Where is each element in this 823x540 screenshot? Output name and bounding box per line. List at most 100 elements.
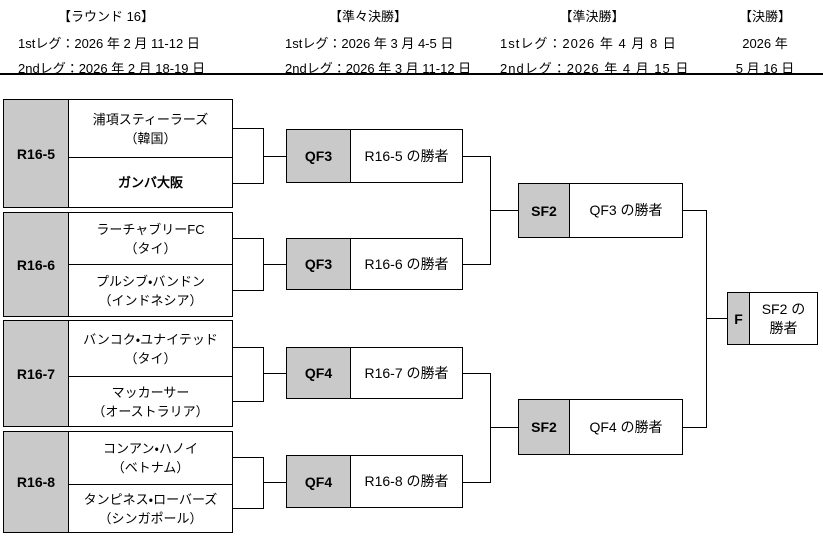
team-country: （タイ）: [124, 240, 177, 256]
qf-match-box: QF4 R16-7 の勝者: [286, 347, 463, 399]
team-cell: マッカーサー （オーストラリア）: [69, 376, 232, 426]
header-column-round16: 【ラウンド 16】 1stレグ：2026 年 2 月 11-12 日 2ndレグ…: [6, 6, 206, 81]
team-cell: コンアン・ハノイ （ベトナム）: [69, 432, 232, 484]
team-cell: ガンバ大阪: [69, 157, 232, 207]
qualifier-text: SF2 の 勝者: [750, 293, 817, 344]
r16-match-block: R16-5 浦項スティーラーズ （韓国） ガンバ大阪: [3, 99, 233, 208]
qf-match-box: QF4 R16-8 の勝者: [286, 455, 463, 508]
connector-line: [233, 183, 263, 184]
match-id-label: SF2: [519, 400, 570, 454]
r16-match-block: R16-6 ラーチャブリーFC （タイ） プルシブ・バンドン （インドネシア）: [3, 212, 233, 317]
connector-line: [233, 457, 263, 458]
connector-line: [263, 347, 264, 402]
connector-line: [263, 264, 286, 265]
connector-line: [706, 210, 707, 428]
round-title: 【準決勝】: [559, 9, 625, 24]
team-name: コンアン・ハノイ: [103, 441, 198, 456]
leg2-date: 2ndレグ：2026 年 3 月 11-12 日: [285, 61, 472, 76]
match-id-label: R16-8: [4, 432, 69, 532]
connector-line: [233, 290, 263, 291]
team-name: マッカーサー: [111, 384, 190, 400]
leg2-date: 2ndレグ：2026 年 2 月 18-19 日: [18, 61, 206, 76]
leg2-date: 2ndレグ：2026 年 4 月 15 日: [500, 61, 690, 76]
qualifier-text: QF4 の勝者: [589, 418, 663, 435]
qualifier-text: R16-8 の勝者: [364, 473, 449, 489]
match-id-label: QF3: [287, 239, 351, 289]
connector-line: [263, 482, 286, 483]
team-name: タンピネス・ローバーズ: [83, 491, 218, 507]
team-country: （タイ）: [124, 350, 177, 366]
qf-match-box: QF3 R16-6 の勝者: [286, 238, 463, 290]
team-country: （シンガポール）: [98, 510, 203, 526]
connector-line: [463, 156, 490, 157]
qualifier-text: R16-7 の勝者: [364, 364, 449, 381]
final-year: 2026 年: [742, 36, 788, 51]
connector-line: [233, 128, 263, 129]
round-title: 【準々決勝】: [328, 9, 407, 24]
connector-line: [263, 156, 286, 157]
round-title: 【ラウンド 16】: [57, 9, 155, 24]
connector-line: [233, 508, 263, 509]
team-cell: タンピネス・ローバーズ （シンガポール）: [69, 484, 232, 532]
header-column-final: 【決勝】 2026 年 5 月 16 日: [712, 6, 818, 81]
match-id-label: QF4: [287, 348, 351, 398]
match-id-label: QF4: [287, 456, 351, 507]
connector-line: [683, 210, 706, 211]
match-id-label: QF3: [287, 130, 351, 182]
match-id-label: SF2: [519, 184, 570, 237]
header-column-quarterfinal: 【準々決勝】 1stレグ：2026 年 3 月 4-5 日 2ndレグ：2026…: [282, 6, 472, 81]
team-country: （ベトナム）: [111, 460, 190, 475]
match-id-label: F: [728, 293, 750, 344]
leg1-date: 1stレグ：2026 年 3 月 4-5 日: [285, 36, 454, 51]
qualifier-text: R16-5 の勝者: [364, 147, 449, 164]
qualifier-text: R16-6 の勝者: [364, 255, 449, 272]
sf-match-box: SF2 QF4 の勝者: [518, 399, 683, 455]
team-country: （インドネシア）: [98, 292, 203, 308]
connector-line: [463, 264, 490, 265]
leg1-date: 1stレグ：2026 年 2 月 11-12 日: [18, 36, 200, 51]
team-name: ラーチャブリーFC: [96, 221, 205, 237]
team-country: （オーストラリア）: [92, 403, 209, 419]
leg1-date: 1stレグ：2026 年 4 月 8 日: [500, 36, 677, 51]
final-match-box: F SF2 の 勝者: [727, 292, 818, 345]
team-name: ガンバ大阪: [117, 175, 183, 190]
connector-line: [683, 427, 706, 428]
team-pair: ラーチャブリーFC （タイ） プルシブ・バンドン （インドネシア）: [69, 213, 232, 316]
connector-line: [263, 373, 286, 374]
match-id-label: R16-6: [4, 213, 69, 316]
header-divider-line: [0, 73, 823, 75]
team-cell: プルシブ・バンドン （インドネシア）: [69, 264, 232, 316]
team-cell: バンコク・ユナイテッド （タイ）: [69, 321, 232, 376]
qualifier-text: QF3 の勝者: [589, 202, 663, 218]
connector-line: [263, 457, 264, 509]
team-cell: 浦項スティーラーズ （韓国）: [69, 100, 232, 157]
team-name: バンコク・ユナイテッド: [83, 331, 218, 347]
r16-match-block: R16-8 コンアン・ハノイ （ベトナム） タンピネス・ローバーズ （シンガポー…: [3, 431, 233, 533]
sf-match-box: SF2 QF3 の勝者: [518, 183, 683, 238]
connector-line: [463, 373, 490, 374]
qf-match-box: QF3 R16-5 の勝者: [286, 129, 463, 183]
team-pair: バンコク・ユナイテッド （タイ） マッカーサー （オーストラリア）: [69, 321, 232, 426]
connector-line: [233, 347, 263, 348]
match-id-label: R16-5: [4, 100, 69, 207]
round-title: 【決勝】: [738, 9, 791, 24]
team-name: 浦項スティーラーズ: [92, 111, 209, 127]
connector-line: [490, 210, 518, 211]
connector-line: [490, 427, 518, 428]
match-id-label: R16-7: [4, 321, 69, 426]
connector-line: [490, 373, 491, 483]
team-cell: ラーチャブリーFC （タイ）: [69, 213, 232, 264]
connector-line: [233, 238, 263, 239]
team-pair: 浦項スティーラーズ （韓国） ガンバ大阪: [69, 100, 232, 207]
final-date: 5 月 16 日: [735, 61, 795, 76]
team-country: （韓国）: [124, 130, 177, 146]
r16-match-block: R16-7 バンコク・ユナイテッド （タイ） マッカーサー （オーストラリア）: [3, 320, 233, 427]
connector-line: [706, 318, 727, 319]
qualifier-text-line2: 勝者: [769, 319, 798, 336]
team-pair: コンアン・ハノイ （ベトナム） タンピネス・ローバーズ （シンガポール）: [69, 432, 232, 532]
team-name: プルシブ・バンドン: [95, 273, 206, 289]
header-column-semifinal: 【準決勝】 1stレグ：2026 年 4 月 8 日 2ndレグ：2026 年 …: [497, 6, 690, 81]
connector-line: [463, 482, 490, 483]
qualifier-text-line1: SF2 の: [761, 300, 806, 317]
